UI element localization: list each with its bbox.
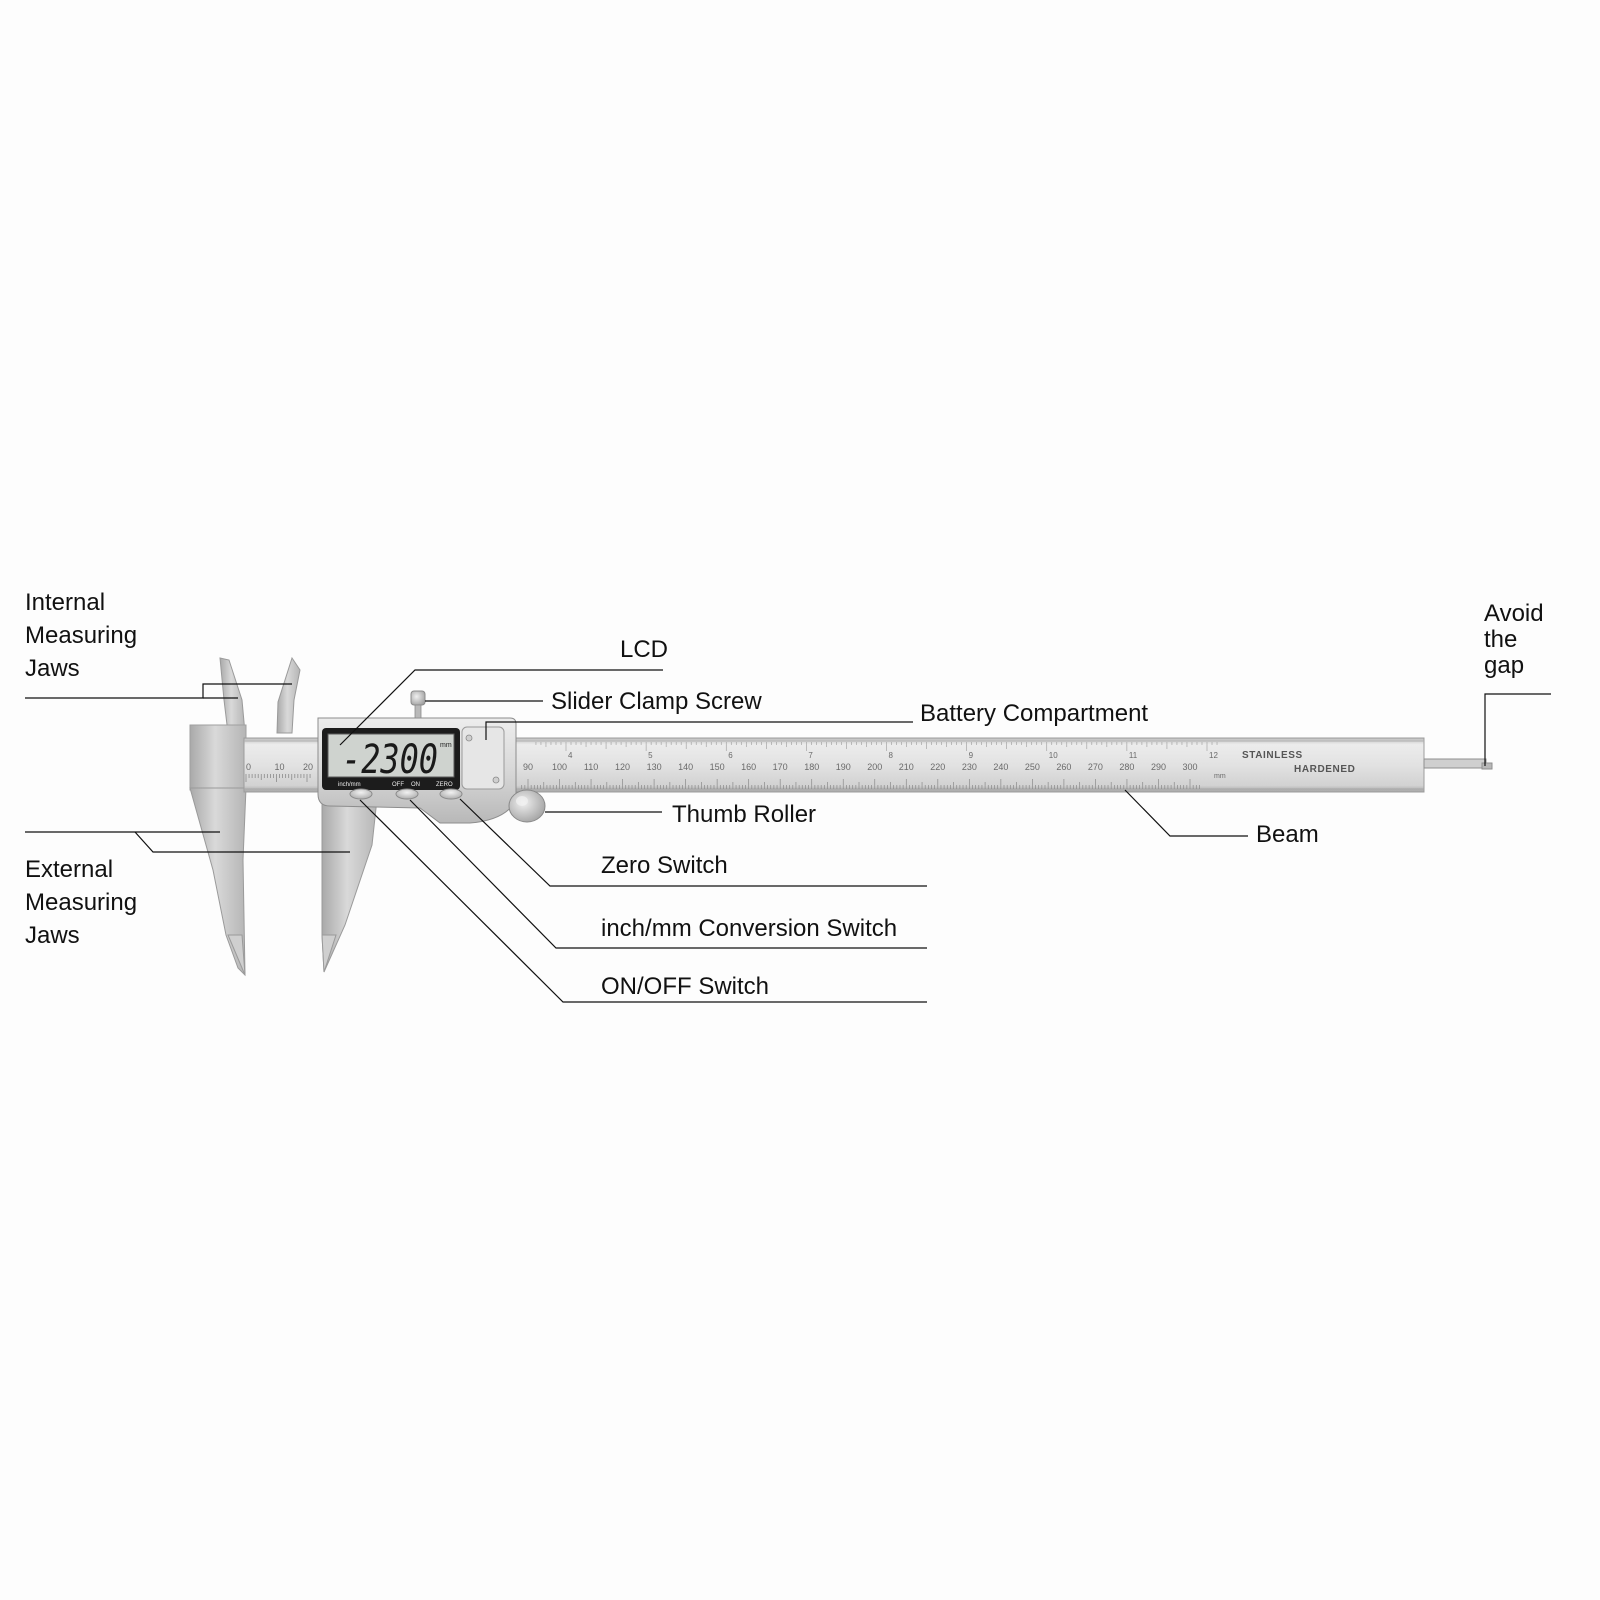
on-off-button[interactable] <box>395 788 419 800</box>
depth-rod-tip <box>1481 762 1493 770</box>
mm-scale-label: 180 <box>804 762 819 772</box>
lcd-reading: -2300 <box>342 737 438 783</box>
label-thumb-roller: Thumb Roller <box>672 801 817 828</box>
inch-scale-label: 8 <box>889 751 894 760</box>
mm-scale-label: 300 <box>1182 762 1197 772</box>
label-external-measuring-jaws: External Measuring Jaws <box>25 853 137 952</box>
beam-scale-ticks <box>521 742 1218 789</box>
beam-brand-stainless: STAINLESS <box>1242 750 1303 761</box>
label-lcd: LCD <box>620 636 669 663</box>
leader-lines <box>25 669 1551 1003</box>
lcd-label-off: OFF <box>392 782 404 788</box>
mm-scale-label: 140 <box>678 762 693 772</box>
mm-scale-label: 220 <box>930 762 945 772</box>
leader-beam <box>1124 789 1248 837</box>
mm-scale-label: 270 <box>1088 762 1103 772</box>
label-zero-switch: Zero Switch <box>601 852 728 879</box>
inch-scale-label: 7 <box>808 751 813 760</box>
label-inch-mm-conversion-switch: inch/mm Conversion Switch <box>601 915 898 942</box>
label-on-off-switch: ON/OFF Switch <box>601 973 770 1000</box>
fixed-jaw-head <box>189 724 247 791</box>
fixed-jaw <box>189 657 247 977</box>
mm-scale-label: 200 <box>867 762 882 772</box>
mm-scale-label: 210 <box>899 762 914 772</box>
slider-clamp-screw[interactable] <box>410 690 426 719</box>
label-internal-line-2: Measuring <box>25 622 138 649</box>
inch-scale-label: 9 <box>969 751 974 760</box>
leader-lcd <box>339 669 663 746</box>
internal-jaw-sliding <box>276 656 301 734</box>
label-avoid-line-3: gap <box>1484 652 1525 679</box>
label-external-line-2: Measuring <box>25 889 138 916</box>
leader-battery-compartment <box>485 721 913 740</box>
mm-scale-label: 240 <box>993 762 1008 772</box>
slider-scale-labels: 0 10 20 <box>246 762 313 772</box>
inch-mm-button[interactable] <box>349 788 373 800</box>
leader-internal-jaws <box>25 683 292 699</box>
inch-scale-label: 5 <box>648 751 653 760</box>
mm-scale-label: 130 <box>647 762 662 772</box>
lcd-unit: mm <box>440 742 452 749</box>
mm-scale-label: 190 <box>836 762 851 772</box>
lcd-label-zero: ZERO <box>436 782 453 788</box>
mm-scale-label: 110 <box>584 762 598 772</box>
inch-scale-label: 12 <box>1209 751 1218 760</box>
leader-zero-switch <box>459 798 927 887</box>
inch-scale-label: 4 <box>568 751 573 760</box>
battery-compartment[interactable] <box>461 726 505 790</box>
label-internal-measuring-jaws: Internal Measuring Jaws <box>25 586 137 685</box>
internal-jaw-fixed <box>219 657 246 734</box>
inch-scale-label: 10 <box>1049 751 1058 760</box>
mm-scale-label: 90 <box>523 762 533 772</box>
mm-scale-label: 160 <box>741 762 756 772</box>
slider-scale-label: 0 <box>246 762 251 772</box>
lcd-label-inch-mm: inch/mm <box>338 782 361 788</box>
zero-button[interactable] <box>439 788 463 800</box>
label-slider-clamp-screw: Slider Clamp Screw <box>551 688 762 715</box>
leader-external-jaws-b <box>134 831 350 853</box>
lcd-label-on: ON <box>411 782 420 788</box>
external-jaw-fixed-tip <box>227 934 246 976</box>
mm-scale-label: 150 <box>710 762 725 772</box>
depth-rod <box>1423 758 1487 769</box>
mm-scale-label: 120 <box>615 762 630 772</box>
label-internal-line-1: Internal <box>25 589 106 616</box>
slider-scale-label: 10 <box>275 762 285 772</box>
mm-scale-label: 230 <box>962 762 977 772</box>
mm-scale-label: 260 <box>1056 762 1071 772</box>
label-external-line-1: External <box>25 856 114 883</box>
label-battery-compartment: Battery Compartment <box>920 700 1149 727</box>
mm-scale-label: 290 <box>1151 762 1166 772</box>
label-avoid-the-gap: Avoid the gap <box>1484 601 1544 679</box>
label-external-line-3: Jaws <box>25 922 80 949</box>
thumb-roller[interactable] <box>508 789 546 823</box>
inch-scale-label: 6 <box>728 751 733 760</box>
leader-on-off-switch <box>359 799 927 1003</box>
label-beam: Beam <box>1256 821 1319 848</box>
external-jaw-fixed <box>189 787 247 977</box>
inch-scale-labels: 4 5 6 7 8 9 10 11 12 <box>568 751 1218 760</box>
label-avoid-line-1: Avoid <box>1484 600 1544 627</box>
label-internal-line-3: Jaws <box>25 655 80 682</box>
external-jaw-sliding-tip <box>321 934 337 973</box>
mm-scale-label: 170 <box>773 762 788 772</box>
slider-scale-ticks <box>245 774 311 782</box>
mm-scale-label: 280 <box>1119 762 1134 772</box>
lcd: -2300 mm inch/mm OFF ON ZERO <box>322 728 460 790</box>
label-avoid-line-2: the <box>1484 626 1518 653</box>
mm-scale-label: 100 <box>552 762 567 772</box>
leader-inch-mm-switch <box>409 799 927 949</box>
inch-scale-label: 11 <box>1129 751 1138 760</box>
mm-scale-labels: 90 100 110 120 130 140 150 160 170 180 190 200 210 22… <box>523 762 1198 772</box>
beam-unit-mm: mm <box>1214 773 1226 780</box>
beam-brand-hardened: HARDENED <box>1294 764 1355 775</box>
slider-scale-label: 20 <box>303 762 313 772</box>
sliding-jaw: -2300 mm inch/mm OFF ON ZERO <box>276 656 546 973</box>
mm-scale-label: 250 <box>1025 762 1040 772</box>
leader-avoid-gap <box>1484 693 1551 766</box>
